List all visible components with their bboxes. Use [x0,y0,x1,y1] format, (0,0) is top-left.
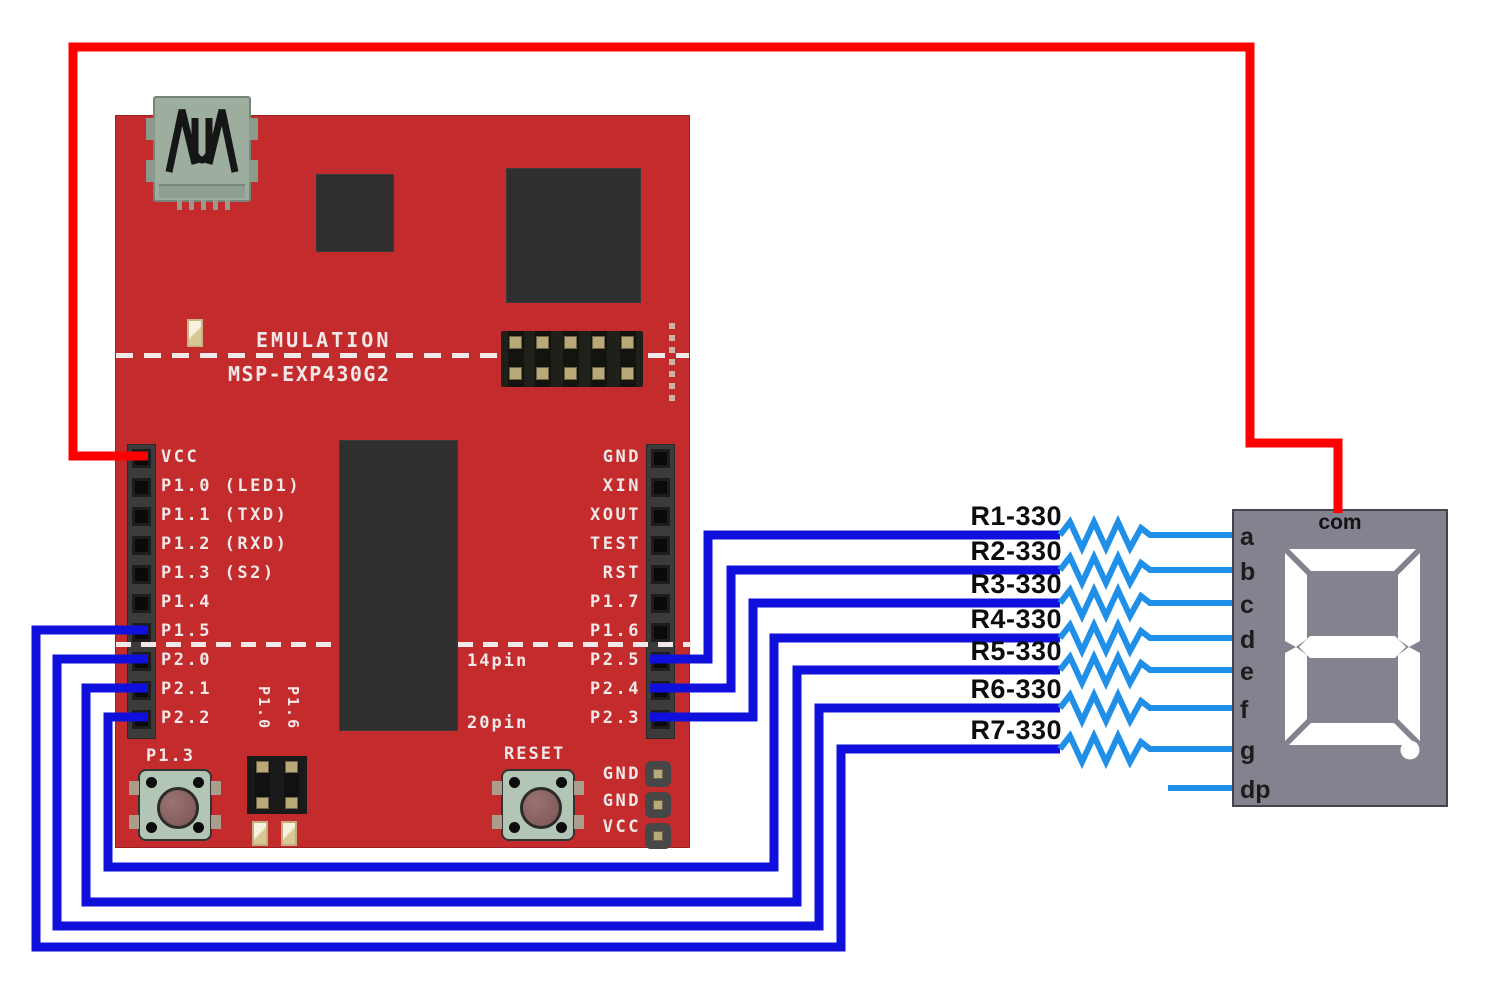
label-20pin: 20pin [467,713,529,733]
pin-label-p1-5: P1.5 [161,621,212,641]
resistor-label-r1: R1-330 [970,501,1062,531]
pin-label-p1-0: P1.0 (LED1) [161,476,302,496]
segment-pin-b: b [1240,558,1256,586]
segment-pin-d: d [1240,626,1256,654]
button-cap[interactable] [157,787,199,829]
resistor-label-r2: R2-330 [970,536,1062,566]
com-pin-label: com [1318,511,1362,534]
usb-trident-icon [165,109,239,173]
pin-label-p1-4: P1.4 [161,592,212,612]
segment-c [1398,647,1420,741]
pin-label-p2-4: P2.4 [590,679,641,699]
power-label-gnd2: GND [602,791,641,811]
usb-lip [159,184,245,198]
left-pin-header[interactable] [127,444,156,739]
resistor-r4-symbol [1057,617,1232,659]
power-led [187,319,203,347]
resistor-r5-symbol [1057,649,1232,691]
resistor-label-r7: R7-330 [970,715,1062,745]
jumper-label-p1-0: P1.0 [255,686,273,731]
pin-label-xin: XIN [602,476,641,496]
button-p1-3[interactable] [129,769,221,841]
digit-eight [1285,549,1420,760]
msp430-dip-chip [339,440,458,731]
button-reset-label: RESET [504,744,566,764]
resistor-label-r3: R3-330 [970,569,1062,599]
pin-label-p1-2: P1.2 (RXD) [161,534,289,554]
pin-label-p2-0: P2.0 [161,650,212,670]
power-label-vcc: VCC [602,817,641,837]
resistor-r6-symbol [1057,687,1232,729]
pin-label-xout: XOUT [590,505,641,525]
power-label-gnd1: GND [602,764,641,784]
pin-label-p1-1: P1.1 (TXD) [161,505,289,525]
resistor-r1-symbol [1057,514,1232,556]
resistor-r2-symbol [1057,549,1232,591]
segment-f [1285,553,1307,647]
pin-label-test: TEST [590,534,641,554]
segment-pin-dp: dp [1240,776,1271,804]
segment-pin-a: a [1240,523,1254,551]
segment-b [1398,553,1420,647]
seven-segment-display: com a b c d e f g dp [1232,509,1448,807]
resistor-r3-symbol [1057,582,1232,624]
segment-pin-f: f [1240,696,1249,724]
jumper-label-p1-6: P1.6 [284,686,302,731]
power-pin-header[interactable] [644,761,674,853]
label-14pin: 14pin [467,651,529,671]
board-model-label: MSP-EXP430G2 [228,362,391,386]
segment-e [1285,647,1307,741]
msp-exp430g2-board: EMULATION MSP-EXP430G2 VCC P1.0 (LED1) P… [115,96,691,849]
usb-mini-connector [146,96,258,210]
segment-pin-g: g [1240,737,1256,765]
lower-dashed-line-right [458,642,691,647]
emulation-pin-header [501,331,643,387]
button-p1-3-label: P1.3 [146,746,195,766]
pin-label-rst: RST [602,563,641,583]
resistor-r7-symbol [1057,728,1232,770]
emulation-label: EMULATION [256,328,392,352]
pin-label-gnd: GND [602,447,641,467]
emulation-ic-chip [506,168,641,303]
resistor-label-r6: R6-330 [970,674,1062,704]
segment-pin-c: c [1240,591,1254,619]
pin-label-p2-1: P2.1 [161,679,212,699]
led-green [281,821,297,846]
segment-g [1299,636,1406,658]
lower-dashed-line-left [116,642,339,647]
segment-d [1289,723,1416,745]
segment-pin-e: e [1240,658,1254,686]
segment-a [1289,549,1416,571]
pin-label-p1-7: P1.7 [590,592,641,612]
pin-label-vcc: VCC [161,447,200,467]
decimal-point [1400,740,1420,760]
small-ic-chip [316,174,394,252]
led-jumper-block[interactable] [247,756,307,814]
resistor-label-r4: R4-330 [970,604,1062,634]
pin-label-p1-6: P1.6 [590,621,641,641]
pin-label-p1-3: P1.3 (S2) [161,563,276,583]
led-red [252,821,268,846]
right-pin-header[interactable] [646,444,675,739]
resistor-label-r5: R5-330 [970,636,1062,666]
pin-label-p2-2: P2.2 [161,708,212,728]
